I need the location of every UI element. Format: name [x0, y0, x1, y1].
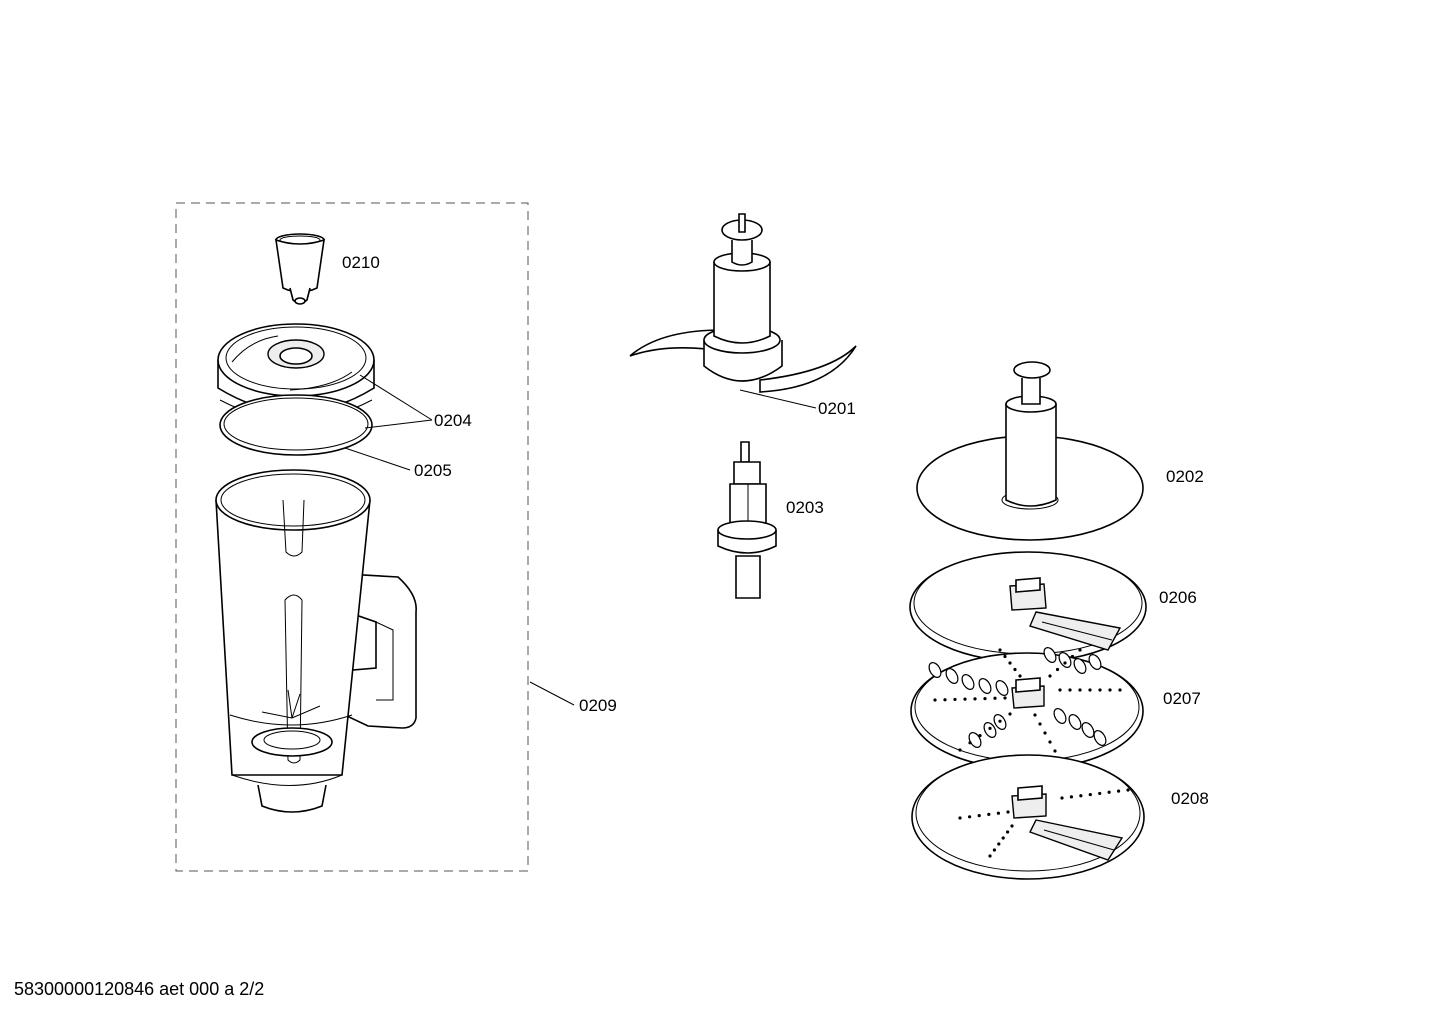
label-0210: 0210: [342, 253, 380, 272]
disc-perforation: [977, 814, 981, 818]
disc-perforation: [1055, 667, 1060, 672]
disc-perforation: [1063, 661, 1067, 665]
disc-perforation: [993, 696, 997, 700]
julienne-disc-part: [911, 754, 1145, 880]
disc-perforation: [1088, 688, 1092, 692]
disc-perforation: [1008, 661, 1012, 665]
leader-lines: [344, 374, 817, 706]
grating-hole: [1053, 708, 1067, 724]
disc-perforation: [933, 698, 937, 702]
disc-perforation: [996, 811, 1001, 815]
grating-hole: [928, 662, 942, 678]
shredding-disc-fine-part: [909, 551, 1147, 663]
label-0201: 0201: [818, 399, 856, 418]
label-0207: 0207: [1163, 689, 1201, 708]
chopping-blade-part: [629, 213, 857, 393]
disc-perforation: [1043, 731, 1047, 735]
disc-perforation: [1126, 788, 1130, 792]
disc-perforation: [1018, 674, 1022, 678]
disc-perforation: [1006, 830, 1010, 834]
disc-perforation: [992, 848, 997, 852]
disc-perforation: [968, 741, 972, 745]
disc-perforation: [997, 842, 1001, 846]
disc-perforation: [978, 734, 982, 738]
disc-perforation: [1013, 667, 1017, 672]
label-0209: 0209: [579, 696, 617, 715]
grating-hole: [1093, 730, 1107, 746]
disc-perforation: [1078, 688, 1082, 692]
disc-perforation: [1048, 740, 1052, 744]
grating-hole: [1081, 722, 1095, 738]
disc-perforation: [1107, 790, 1111, 794]
disc-perforation: [1088, 792, 1092, 797]
drive-shaft-part: [717, 441, 777, 599]
disc-perforation: [943, 698, 947, 702]
grating-hole: [945, 668, 959, 684]
label-0204: 0204: [434, 411, 472, 430]
disc-perforation: [958, 816, 962, 820]
drawing-reference-footer: 58300000120846 aet 000 a 2/2: [14, 979, 265, 999]
disc-perforation: [1118, 688, 1122, 692]
disc-perforation: [963, 697, 967, 701]
disc-perforation: [1003, 696, 1007, 700]
label-0208: 0208: [1171, 789, 1209, 808]
disc-perforation: [1070, 654, 1075, 659]
disc-perforation: [1116, 789, 1121, 793]
disc-perforation: [988, 726, 992, 731]
disc-perforation: [998, 648, 1002, 652]
slicing-disc-part: [916, 361, 1144, 541]
disc-perforation: [1108, 688, 1112, 692]
disc-perforation: [1003, 654, 1007, 659]
disc-perforation: [1098, 688, 1102, 692]
disc-perforation: [968, 815, 972, 819]
disc-perforation: [958, 748, 962, 752]
grating-hole: [961, 674, 975, 690]
disc-perforation: [1069, 795, 1074, 799]
disc-perforation: [988, 854, 992, 858]
disc-perforation: [1033, 713, 1037, 717]
label-0203: 0203: [786, 498, 824, 517]
disc-perforation: [973, 697, 977, 701]
disc-perforation: [953, 697, 957, 702]
grating-hole: [1073, 658, 1087, 674]
disc-perforation: [1010, 824, 1014, 828]
disc-perforation: [1006, 810, 1010, 814]
disc-perforation: [1053, 749, 1057, 753]
label-0205: 0205: [414, 461, 452, 480]
disc-perforation: [1058, 688, 1062, 692]
disc-perforation: [983, 696, 987, 701]
disc-perforation: [1048, 674, 1052, 678]
grating-hole: [995, 680, 1009, 696]
disc-perforation: [1008, 712, 1012, 716]
blender-jug-part: [215, 469, 417, 813]
grating-hole: [978, 678, 992, 694]
shredding-disc-coarse-part: [910, 647, 1144, 770]
disc-perforation: [1079, 794, 1083, 798]
lid-seal-ring-part: [219, 394, 373, 456]
disc-perforation: [998, 719, 1002, 723]
measuring-cup-part: [275, 233, 325, 305]
label-0202: 0202: [1166, 467, 1204, 486]
grating-hole: [1088, 654, 1102, 670]
disc-perforation: [987, 812, 991, 817]
grating-hole: [1068, 714, 1082, 730]
disc-perforation: [1001, 836, 1005, 840]
disc-perforation: [1098, 791, 1102, 796]
label-0206: 0206: [1159, 588, 1197, 607]
disc-perforation: [1038, 722, 1042, 726]
disc-perforation: [1068, 688, 1072, 692]
grating-hole: [1043, 647, 1057, 663]
disc-perforation: [1078, 648, 1082, 652]
disc-perforation: [1060, 796, 1064, 800]
grating-hole: [1058, 652, 1072, 668]
